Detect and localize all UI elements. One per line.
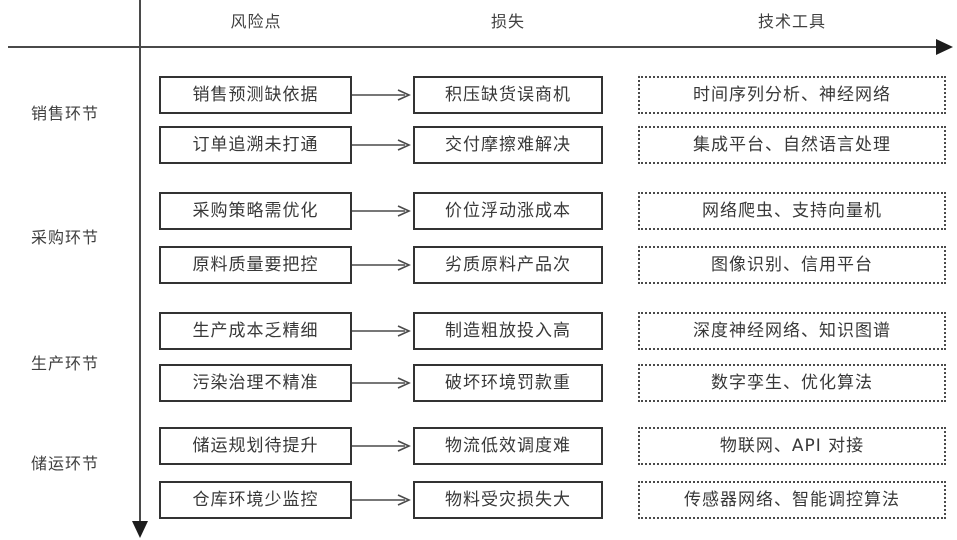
risk-box: 销售预测缺依据 [159, 76, 352, 114]
tool-box: 物联网、API 对接 [638, 427, 946, 465]
connector-arrow [352, 325, 411, 337]
tool-box: 集成平台、自然语言处理 [638, 126, 946, 164]
risk-box: 生产成本乏精细 [159, 312, 352, 350]
stage-label-production: 生产环节 [30, 354, 99, 373]
tool-box: 网络爬虫、支持向量机 [638, 192, 946, 230]
y-axis-arrowhead-icon [132, 521, 148, 538]
stage-label-storage: 储运环节 [30, 454, 99, 473]
loss-box: 价位浮动涨成本 [413, 192, 603, 230]
risk-box: 原料质量要把控 [159, 246, 352, 284]
x-axis-arrowhead-icon [936, 39, 953, 55]
stage-label-procurement: 采购环节 [30, 228, 99, 247]
connector-arrow [352, 205, 411, 217]
loss-box: 制造粗放投入高 [413, 312, 603, 350]
connector-arrow [352, 377, 411, 389]
column-header-loss: 损失 [490, 12, 525, 31]
tool-box: 图像识别、信用平台 [638, 246, 946, 284]
column-header-tools: 技术工具 [757, 12, 826, 31]
connector-arrow [352, 139, 411, 151]
loss-box: 破坏环境罚款重 [413, 364, 603, 402]
tool-box: 传感器网络、智能调控算法 [638, 481, 946, 519]
tool-box: 数字孪生、优化算法 [638, 364, 946, 402]
loss-box: 物流低效调度难 [413, 427, 603, 465]
loss-box: 积压缺货误商机 [413, 76, 603, 114]
loss-box: 交付摩擦难解决 [413, 126, 603, 164]
risk-box: 采购策略需优化 [159, 192, 352, 230]
loss-box: 物料受灾损失大 [413, 481, 603, 519]
tool-box: 时间序列分析、神经网络 [638, 76, 946, 114]
loss-box: 劣质原料产品次 [413, 246, 603, 284]
connector-arrow [352, 494, 411, 506]
risk-box: 订单追溯未打通 [159, 126, 352, 164]
column-header-risk: 风险点 [230, 12, 282, 31]
risk-box: 污染治理不精准 [159, 364, 352, 402]
connector-arrow [352, 89, 411, 101]
tool-box: 深度神经网络、知识图谱 [638, 312, 946, 350]
connector-arrow [352, 259, 411, 271]
stage-label-sales: 销售环节 [30, 104, 99, 123]
risk-box: 储运规划待提升 [159, 427, 352, 465]
connector-arrow [352, 440, 411, 452]
risk-box: 仓库环境少监控 [159, 481, 352, 519]
